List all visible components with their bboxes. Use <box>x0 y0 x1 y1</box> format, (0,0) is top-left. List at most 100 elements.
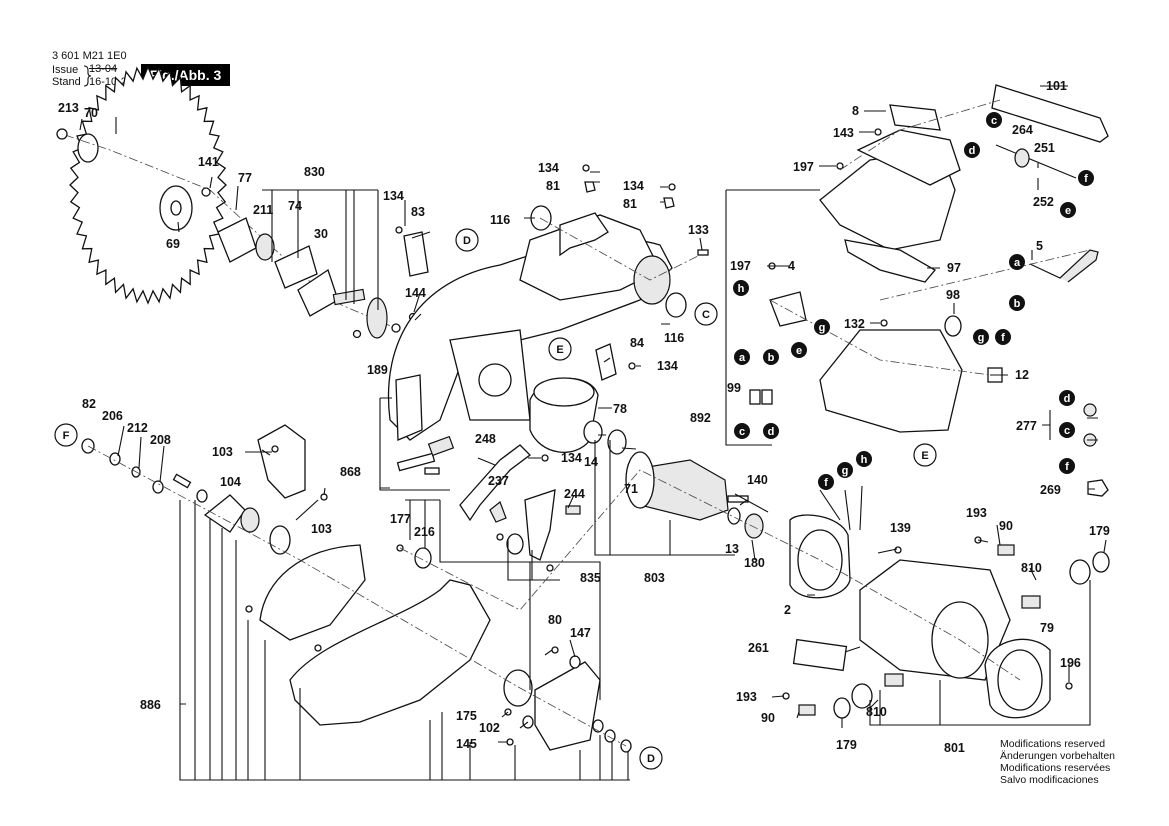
label: 179 <box>836 738 857 752</box>
screw-197a <box>836 162 844 170</box>
pin-868a <box>396 452 436 472</box>
svg-text:h: h <box>738 283 745 295</box>
washer-plate-77 <box>217 217 257 263</box>
strain-relief-98 <box>944 315 962 337</box>
bracket-830 <box>262 189 379 310</box>
pin-868b <box>424 467 440 475</box>
callout-filled: f <box>1078 170 1094 186</box>
label: 248 <box>475 432 496 446</box>
small-screw <box>352 329 362 339</box>
svg-text:a: a <box>739 352 746 364</box>
trigger-97 <box>844 239 936 283</box>
bearing-211 <box>255 233 275 261</box>
handle-base <box>819 329 963 433</box>
screw-139 <box>894 546 902 554</box>
label: 8 <box>852 104 859 118</box>
guard-hub-cover <box>259 544 366 641</box>
screw-143 <box>874 128 882 136</box>
label: 141 <box>198 155 219 169</box>
label: 264 <box>1012 123 1033 137</box>
label: 206 <box>102 409 123 423</box>
washer-208 <box>152 480 164 494</box>
modification-note: Modifications reserved <box>1000 738 1106 750</box>
label: 252 <box>1033 195 1054 209</box>
svg-text:C: C <box>702 309 710 321</box>
washer-886 <box>196 489 208 503</box>
svg-text:f: f <box>1065 461 1069 473</box>
svg-text:D: D <box>647 753 655 765</box>
label: 90 <box>761 711 775 725</box>
callout-filled: a <box>734 349 750 365</box>
cap-179b <box>833 697 851 719</box>
part-code: 3 601 M21 1E0 <box>52 50 127 62</box>
top-small-parts <box>395 164 709 381</box>
washer-206 <box>109 452 121 466</box>
label: 13 <box>725 542 739 556</box>
label: 197 <box>730 259 751 273</box>
svg-text:b: b <box>1014 298 1021 310</box>
svg-text:F: F <box>63 430 70 442</box>
modification-note: Salvo modificaciones <box>1000 774 1099 786</box>
bracket-83 <box>403 231 429 277</box>
label: 134 <box>561 451 582 465</box>
lower-guard-body <box>289 579 491 726</box>
label: 30 <box>314 227 328 241</box>
label: 101 <box>1046 79 1067 93</box>
label: 70 <box>84 106 98 120</box>
bracket-835 <box>507 540 560 581</box>
svg-text:b: b <box>768 352 775 364</box>
label: 132 <box>844 317 865 331</box>
assembly-lines <box>87 99 1091 747</box>
label: 193 <box>966 506 987 520</box>
screw-guard-b <box>314 644 322 652</box>
label: 197 <box>793 160 814 174</box>
label: 71 <box>624 482 638 496</box>
stator-bore <box>797 529 843 591</box>
label: 14 <box>584 455 598 469</box>
svg-text:g: g <box>842 465 849 477</box>
lead-g <box>844 489 851 531</box>
screw-141 <box>201 187 211 197</box>
label-8 <box>889 104 941 131</box>
group-brackets <box>179 189 1091 781</box>
washer-835 <box>506 533 524 555</box>
callout-filled: c <box>734 423 750 439</box>
screw-835 <box>546 564 554 572</box>
blade-hub <box>77 133 99 163</box>
terminal-99b <box>761 389 773 405</box>
svg-text:D: D <box>463 235 471 247</box>
lead-f <box>819 489 841 521</box>
svg-text:f: f <box>1084 173 1088 185</box>
guard-pivot-plate <box>203 494 246 533</box>
callout-filled: d <box>763 423 779 439</box>
modification-note: Änderungen vorbehalten <box>1000 750 1116 762</box>
label: 98 <box>946 288 960 302</box>
callout-filled: g <box>837 462 853 478</box>
brush-cap-810 <box>1069 559 1091 585</box>
svg-text:d: d <box>768 426 775 438</box>
saw-blade <box>64 65 401 331</box>
armature-fan <box>625 451 655 509</box>
bracket-892 <box>725 189 820 446</box>
label: 261 <box>748 641 769 655</box>
spring-251 <box>1014 148 1030 168</box>
label: 74 <box>288 199 302 213</box>
switch-4 <box>769 291 807 327</box>
label: 79 <box>1040 621 1054 635</box>
label: 103 <box>212 445 233 459</box>
callouts: D C E F E D c d f <box>54 112 1094 770</box>
long-screw-140 <box>734 493 769 513</box>
armature-assembly <box>583 420 769 539</box>
label: 145 <box>456 737 477 751</box>
leaders <box>79 85 1107 743</box>
label: 81 <box>623 197 637 211</box>
label: 82 <box>82 397 96 411</box>
leader-lines <box>79 85 1107 743</box>
label: 4 <box>788 259 795 273</box>
arbor-bolt <box>56 128 68 140</box>
label: 212 <box>127 421 148 435</box>
label: 208 <box>150 433 171 447</box>
callout-filled: d <box>964 142 980 158</box>
label: 99 <box>727 381 741 395</box>
label: 104 <box>220 475 241 489</box>
